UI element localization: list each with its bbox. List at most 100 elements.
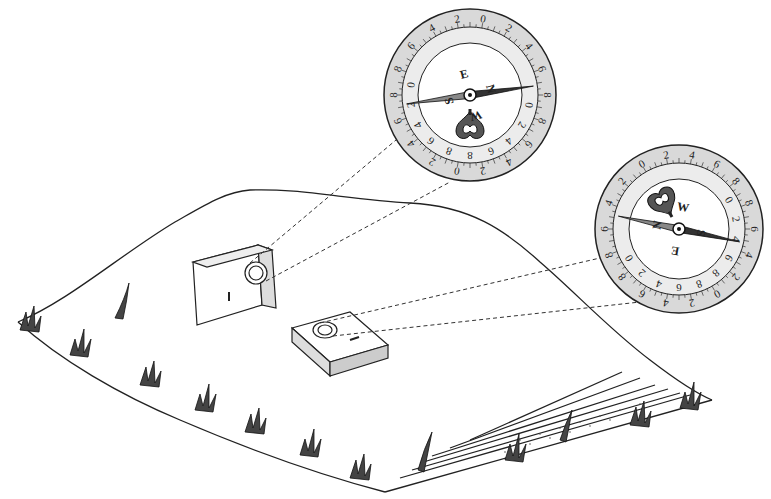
tick bbox=[487, 161, 489, 164]
tick bbox=[739, 257, 742, 258]
tick bbox=[407, 129, 411, 132]
tick bbox=[622, 267, 624, 269]
tick bbox=[630, 180, 632, 182]
dial-number: 0 bbox=[405, 81, 417, 88]
tick bbox=[429, 37, 431, 39]
tick bbox=[532, 65, 535, 66]
pivot bbox=[464, 89, 476, 101]
tick bbox=[726, 180, 728, 182]
tick bbox=[463, 24, 464, 27]
dial-ring bbox=[613, 163, 745, 295]
tick bbox=[470, 163, 471, 168]
tick bbox=[622, 189, 624, 191]
tick bbox=[612, 246, 615, 248]
tick bbox=[401, 76, 404, 78]
tick bbox=[736, 194, 740, 197]
tick bbox=[514, 147, 517, 151]
tick bbox=[445, 159, 447, 164]
tick bbox=[707, 166, 708, 169]
tick bbox=[650, 289, 651, 292]
compass-dial bbox=[384, 9, 556, 181]
tick bbox=[518, 143, 520, 145]
tick bbox=[518, 45, 520, 47]
tick bbox=[736, 262, 740, 265]
tick bbox=[526, 134, 528, 136]
stratum bbox=[412, 393, 680, 470]
pivot bbox=[677, 227, 681, 231]
stratum bbox=[400, 395, 690, 478]
tick bbox=[529, 129, 533, 132]
tick bbox=[537, 106, 542, 108]
dial-number: 8 bbox=[388, 92, 399, 98]
tick bbox=[655, 162, 657, 167]
tick bbox=[726, 276, 728, 278]
dial-number: 6 bbox=[676, 282, 682, 293]
tick bbox=[744, 216, 749, 218]
stratum bbox=[385, 400, 712, 492]
dial-face bbox=[629, 179, 729, 279]
dial-number: 6 bbox=[599, 226, 610, 232]
tick bbox=[399, 88, 402, 89]
weight-stem bbox=[669, 212, 672, 217]
tick bbox=[451, 161, 453, 164]
tick bbox=[679, 158, 680, 163]
tick bbox=[745, 234, 748, 235]
tick bbox=[493, 26, 495, 31]
tick bbox=[696, 162, 698, 165]
tick bbox=[743, 211, 746, 213]
compass-dial bbox=[595, 145, 763, 313]
tick bbox=[743, 246, 746, 248]
tick bbox=[650, 166, 651, 169]
tick bbox=[445, 26, 447, 31]
stratum bbox=[450, 378, 640, 448]
tick bbox=[733, 189, 735, 191]
tick bbox=[612, 211, 615, 213]
tick bbox=[618, 262, 622, 265]
tick bbox=[526, 54, 528, 56]
tick bbox=[684, 160, 685, 163]
dial-rim bbox=[595, 145, 763, 313]
tick bbox=[407, 59, 411, 62]
direction-letter: W bbox=[676, 200, 690, 214]
tick bbox=[514, 39, 517, 43]
tick bbox=[721, 280, 724, 284]
tick bbox=[707, 289, 708, 292]
tick bbox=[475, 163, 476, 166]
pivot bbox=[673, 223, 685, 235]
tick bbox=[744, 240, 749, 242]
tick bbox=[463, 163, 464, 166]
direction-letter: W bbox=[468, 109, 483, 124]
tick bbox=[616, 257, 619, 258]
tick bbox=[696, 293, 698, 296]
tick bbox=[609, 216, 614, 218]
tick bbox=[717, 283, 719, 285]
tick bbox=[470, 22, 471, 27]
tick bbox=[412, 54, 414, 56]
dial-rim bbox=[384, 9, 556, 181]
tick bbox=[398, 106, 403, 108]
stratum bbox=[432, 385, 655, 456]
tick bbox=[733, 267, 735, 269]
tick bbox=[661, 293, 663, 296]
direction-letter: S bbox=[694, 228, 707, 237]
compass-box bbox=[292, 312, 388, 376]
tick bbox=[684, 295, 685, 298]
tick bbox=[609, 240, 614, 242]
tick bbox=[655, 291, 657, 296]
grass bbox=[20, 283, 701, 480]
dial-ring bbox=[402, 27, 538, 163]
tick bbox=[717, 172, 719, 174]
compass-box bbox=[193, 245, 276, 325]
tick bbox=[399, 100, 402, 101]
tick bbox=[536, 76, 539, 78]
tick bbox=[633, 280, 636, 284]
dial-number: 6 bbox=[749, 226, 760, 232]
tick bbox=[423, 39, 426, 43]
tick bbox=[633, 175, 636, 179]
tick bbox=[618, 194, 622, 197]
tick bbox=[398, 82, 403, 84]
tick bbox=[672, 160, 673, 163]
needle bbox=[470, 86, 534, 98]
tick bbox=[702, 291, 704, 296]
